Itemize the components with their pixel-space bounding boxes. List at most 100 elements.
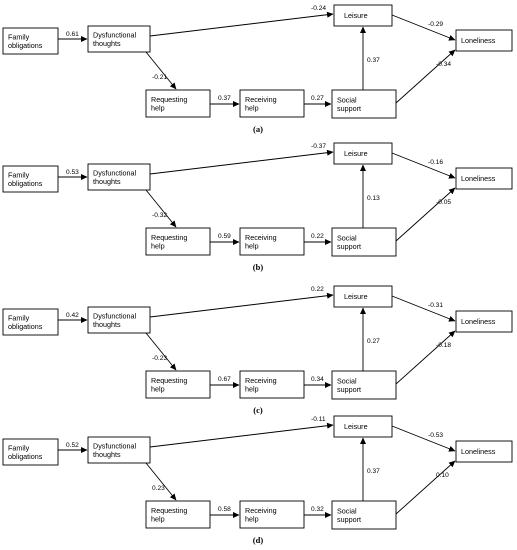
requesting-label: help [151,241,165,250]
dysfunctional-box [87,25,151,53]
leisure-label: Leisure [344,292,368,301]
diagram-panel-3: FamilyobligationsDysfunctionalthoughtsLe… [2,285,513,415]
leisure-box [333,415,393,438]
leisure-box [333,285,393,308]
family-label: Family [8,170,30,179]
requesting-label: help [151,514,165,523]
social-label: support [337,515,361,524]
coef-social-leisure: 0.37 [367,468,380,475]
social-label: Social [337,506,357,515]
receiving-box [239,227,305,256]
social-label: support [337,385,361,394]
panel-label: (c) [253,405,263,415]
social-box [331,227,397,257]
dysfunctional-box [87,436,151,464]
receiving-label: help [245,384,259,393]
family-box [2,438,59,466]
coef-family-dysfunctional: 0.42 [66,312,79,319]
coef-social-leisure: 0.13 [367,195,380,202]
coef-social-loneliness: 0.10 [436,472,449,479]
coef-dysfunctional-leisure: -0.24 [311,5,326,12]
dysfunctional-label: thoughts [93,450,121,459]
dysfunctional-to-leisure-arrow [149,292,334,318]
family-box [2,308,59,336]
dysfunctional-to-requesting-arrow [145,189,177,228]
coef-receiving-social: 0.27 [311,95,324,102]
coef-requesting-receiving: 0.58 [218,506,231,513]
coef-requesting-receiving: 0.67 [218,376,231,383]
coef-social-loneliness: -0.34 [436,61,451,68]
coef-family-dysfunctional: 0.61 [66,31,79,38]
dysfunctional-to-leisure-arrow [149,422,334,448]
loneliness-label: Loneliness [461,36,496,45]
diagram-panel-1: FamilyobligationsDysfunctionalthoughtsLe… [2,4,513,134]
requesting-label: Requesting [151,506,187,515]
leisure-box [333,4,393,27]
family-label: obligations [8,322,43,331]
requesting-label: help [151,103,165,112]
panel-label: (a) [253,124,263,134]
coef-requesting-receiving: 0.37 [218,95,231,102]
family-label: Family [8,443,30,452]
diagram-panel-2: FamilyobligationsDysfunctionalthoughtsLe… [2,142,513,272]
dysfunctional-label: thoughts [93,177,121,186]
loneliness-box [455,167,513,190]
social-to-loneliness-arrow [395,460,456,515]
loneliness-box [455,310,513,333]
coef-dysfunctional-requesting: 0.23 [152,485,165,492]
leisure-box [333,142,393,165]
dysfunctional-label: thoughts [93,320,121,329]
coef-dysfunctional-leisure: -0.37 [311,143,326,150]
coef-social-loneliness: -0.05 [436,199,451,206]
receiving-label: Receiving [245,506,277,515]
family-box [2,165,59,193]
coef-social-leisure: 0.27 [367,338,380,345]
receiving-label: help [245,514,259,523]
dysfunctional-to-leisure-arrow [149,11,334,37]
panel-label: (d) [253,535,264,545]
coef-receiving-social: 0.22 [311,233,324,240]
dysfunctional-to-leisure-arrow [149,149,334,175]
dysfunctional-label: Dysfunctional [93,311,137,320]
coef-leisure-loneliness: -0.31 [428,302,443,309]
requesting-box [145,227,211,256]
family-label: obligations [8,41,43,50]
receiving-label: Receiving [245,233,277,242]
coef-requesting-receiving: 0.59 [218,233,231,240]
leisure-to-loneliness-arrow [391,14,456,41]
requesting-label: Requesting [151,233,187,242]
social-to-loneliness-arrow [395,330,456,385]
requesting-box [145,89,211,118]
leisure-label: Leisure [344,422,368,431]
social-label: support [337,242,361,251]
coef-leisure-loneliness: -0.16 [428,159,443,166]
loneliness-label: Loneliness [461,447,496,456]
requesting-label: Requesting [151,95,187,104]
coef-dysfunctional-requesting: -0.21 [152,74,167,81]
coef-family-dysfunctional: 0.52 [66,442,79,449]
dysfunctional-label: thoughts [93,39,121,48]
diagram-panel-4: FamilyobligationsDysfunctionalthoughtsLe… [2,415,513,545]
receiving-box [239,370,305,399]
coef-receiving-social: 0.32 [311,506,324,513]
requesting-label: help [151,384,165,393]
loneliness-box [455,29,513,52]
family-label: obligations [8,179,43,188]
dysfunctional-to-requesting-arrow [145,462,177,501]
coef-leisure-loneliness: -0.29 [428,21,443,28]
social-label: Social [337,95,357,104]
social-box [331,370,397,400]
dysfunctional-box [87,306,151,334]
receiving-label: help [245,241,259,250]
family-label: obligations [8,452,43,461]
dysfunctional-to-requesting-arrow [145,51,177,90]
leisure-label: Leisure [344,11,368,20]
dysfunctional-to-requesting-arrow [145,332,177,371]
requesting-box [145,500,211,529]
social-to-loneliness-arrow [395,187,456,242]
leisure-label: Leisure [344,149,368,158]
social-box [331,500,397,530]
leisure-to-loneliness-arrow [391,295,456,322]
requesting-label: Requesting [151,376,187,385]
